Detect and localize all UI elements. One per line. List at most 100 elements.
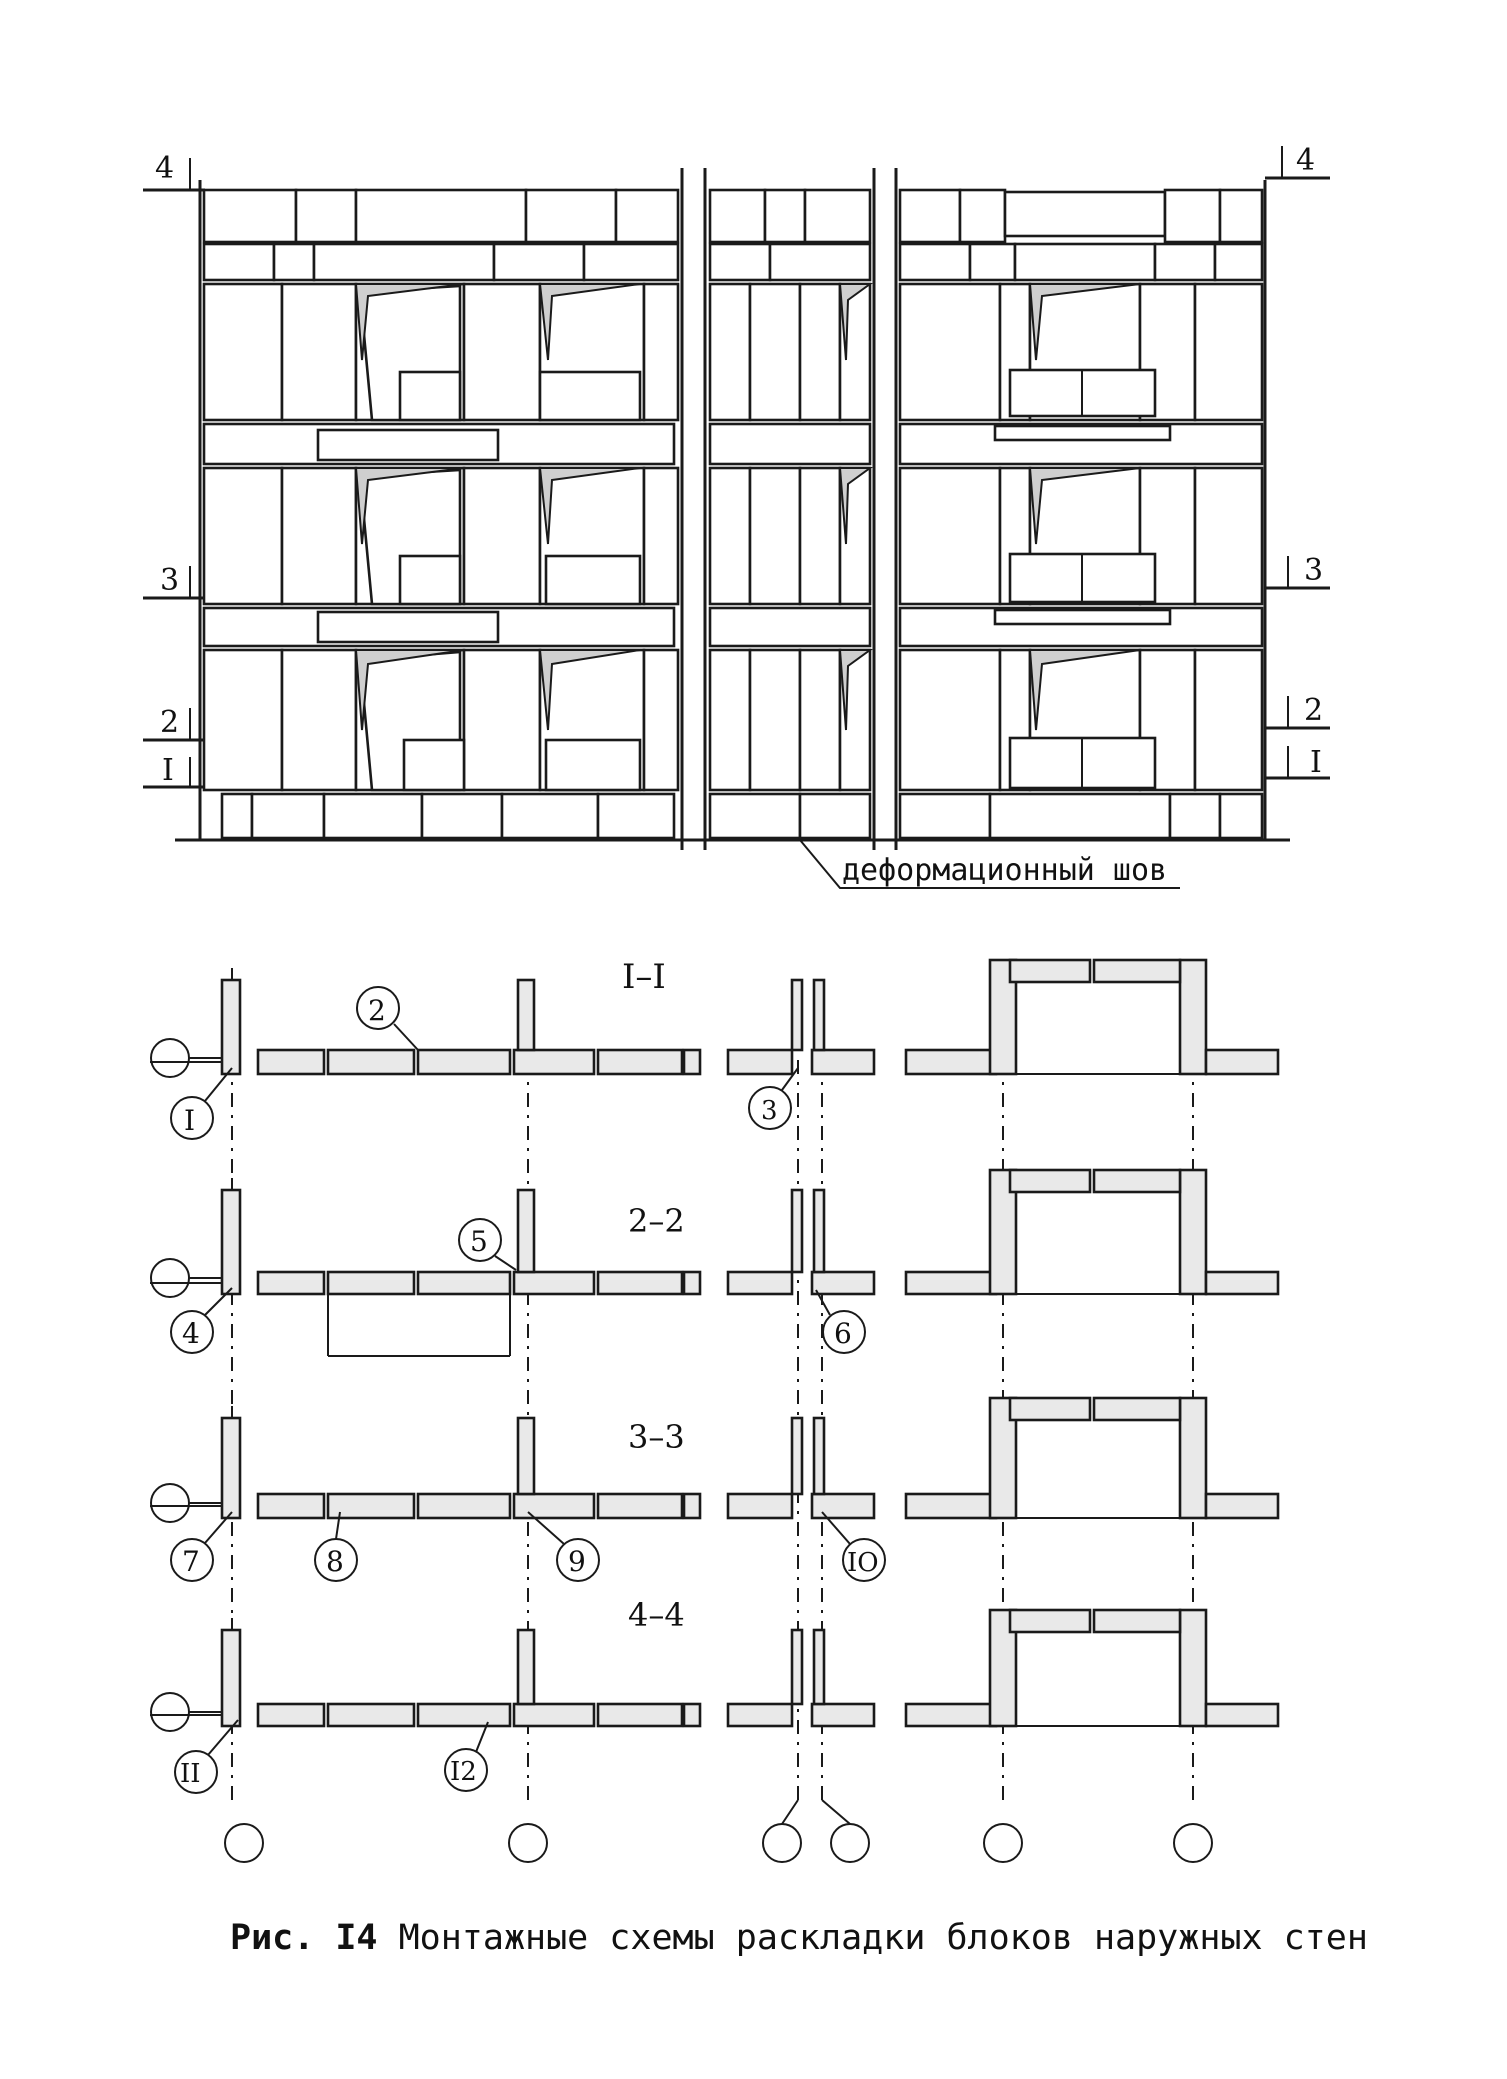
callout-11: II <box>174 1719 239 1794</box>
wall-block <box>1204 1702 1280 1728</box>
bay-wall-block <box>1178 958 1208 1076</box>
section-mark-right-3: 3 <box>1304 553 1323 588</box>
wall-block <box>596 1492 684 1520</box>
plan-sections <box>150 958 1280 1728</box>
svg-text:9: 9 <box>568 1545 586 1578</box>
axis-bubble <box>150 1038 190 1078</box>
wall-block <box>726 1048 794 1076</box>
axis-bubble <box>1173 1823 1213 1863</box>
svg-text:7: 7 <box>182 1545 200 1578</box>
wall-block <box>256 1492 326 1520</box>
section-title-3-3: 3–3 <box>628 1418 685 1456</box>
svg-text:2: 2 <box>368 994 386 1027</box>
wall-block <box>416 1048 512 1076</box>
callout-12: I2 <box>444 1721 489 1792</box>
axis-bubble <box>508 1823 548 1863</box>
wall-block <box>682 1702 702 1728</box>
axis-bubble <box>830 1823 870 1863</box>
bay-wall-block <box>1178 1396 1208 1520</box>
callout-4: 4 <box>170 1287 233 1354</box>
deformation-joint-1 <box>680 168 707 850</box>
wall-block <box>810 1270 876 1296</box>
callout-8: 8 <box>314 1511 358 1582</box>
wall-block <box>256 1048 326 1076</box>
wall-block <box>596 1048 684 1076</box>
deformation-joint-2 <box>872 168 898 850</box>
callout-1: I <box>170 1067 233 1140</box>
joint-wall-block <box>812 1628 826 1706</box>
wall-block <box>1204 1048 1280 1076</box>
deformation-joint-label: деформационный шов <box>842 853 1167 888</box>
parapet-blocks <box>202 188 1264 282</box>
wall-block <box>256 1702 326 1728</box>
wall-block <box>416 1492 512 1520</box>
callouts: I 2 3 4 5 6 7 8 9 IO II I2 <box>170 986 886 1794</box>
figure-title: Монтажные схемы раскладки блоков наружны… <box>398 1918 1368 1958</box>
wall-block <box>1204 1270 1280 1296</box>
wall-block <box>682 1048 702 1076</box>
wall-block <box>726 1270 794 1296</box>
joint-wall-block <box>790 1188 804 1274</box>
axis-bubbles <box>150 1038 1213 1863</box>
wall-block <box>512 1702 596 1728</box>
axis-bubble <box>150 1258 190 1298</box>
section-mark-right-I: I <box>1310 745 1322 780</box>
section-marks: 4 3 2 I 4 3 2 I <box>143 143 1330 789</box>
joint-wall-block <box>812 1188 826 1274</box>
callout-6: 6 <box>815 1289 866 1354</box>
svg-text:I2: I2 <box>450 1757 477 1787</box>
svg-text:6: 6 <box>834 1317 852 1350</box>
wall-block <box>904 1702 998 1728</box>
joint-wall-block <box>790 978 804 1052</box>
bay-wall-block <box>988 958 1018 1076</box>
section-title-I-I: I–I <box>622 957 666 997</box>
wall-block <box>512 1492 596 1520</box>
callout-10: IO <box>821 1511 886 1582</box>
wall-block <box>810 1702 876 1728</box>
wall-block <box>256 1270 326 1296</box>
floor-belts <box>202 422 1264 648</box>
section-mark-left-I: I <box>162 753 174 788</box>
wall-block <box>726 1702 794 1728</box>
svg-text:8: 8 <box>326 1545 344 1578</box>
wall-block <box>810 1048 876 1076</box>
cross-wall-block <box>516 978 536 1052</box>
bay-wall-block <box>1178 1608 1208 1728</box>
bay-lintel-block <box>1008 1396 1092 1422</box>
cross-wall-block <box>516 1188 536 1274</box>
wall-block <box>904 1270 998 1296</box>
wall-block <box>904 1048 998 1076</box>
section-title-2-2: 2–2 <box>628 1202 685 1240</box>
plinth-blocks <box>220 792 1264 840</box>
axis-bubble <box>983 1823 1023 1863</box>
bay-lintel-block <box>1008 958 1092 984</box>
cross-wall-block <box>220 1416 242 1520</box>
svg-text:5: 5 <box>470 1225 488 1258</box>
bay-lintel-block <box>1092 1396 1182 1422</box>
wall-block <box>326 1270 416 1296</box>
joint-wall-block <box>790 1628 804 1706</box>
bay-lintel-block <box>1008 1168 1092 1194</box>
wall-block <box>416 1270 512 1296</box>
axis-bubble <box>224 1823 264 1863</box>
wall-block <box>512 1048 596 1076</box>
svg-text:II: II <box>180 1759 201 1789</box>
section-mark-left-2: 2 <box>160 705 179 740</box>
cross-wall-block <box>516 1416 536 1496</box>
cross-wall-block <box>220 1628 242 1728</box>
section-mark-left-4: 4 <box>155 151 174 186</box>
bay-lintel-block <box>1092 1168 1182 1194</box>
wall-block <box>810 1492 876 1520</box>
svg-text:4: 4 <box>182 1317 200 1350</box>
callout-2: 2 <box>356 986 419 1051</box>
axis-bubble <box>762 1823 802 1863</box>
wall-block <box>682 1270 702 1296</box>
wall-block <box>512 1270 596 1296</box>
bay-lintel-block <box>1092 1608 1182 1634</box>
svg-text:IO: IO <box>847 1548 879 1578</box>
wall-block <box>1204 1492 1280 1520</box>
section-mark-right-4: 4 <box>1296 143 1315 178</box>
wall-block <box>326 1702 416 1728</box>
axis-bubble <box>150 1692 190 1732</box>
